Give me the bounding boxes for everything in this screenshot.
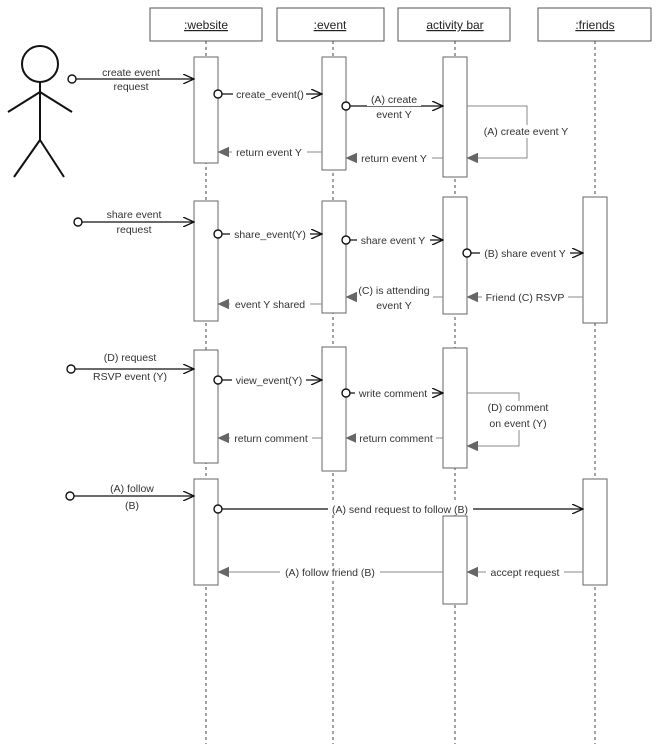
message-event-y-shared: event Y shared: [218, 298, 322, 311]
message-label: request: [113, 81, 148, 93]
message-label: on event (Y): [489, 418, 546, 430]
participant-activity-bar-label: activity bar: [426, 18, 483, 32]
message-share-event-y: share event Y: [341, 234, 443, 247]
message-label: return comment: [234, 433, 308, 445]
participant-event: :event: [276, 7, 385, 42]
message-return-comment-activity: return comment: [346, 432, 443, 445]
message-label: (A) create event Y: [484, 126, 568, 138]
message-self-d-comment: (D) comment on event (Y): [467, 392, 551, 446]
message-label: event Y: [376, 300, 411, 312]
message-label: Friend (C) RSVP: [486, 292, 565, 304]
message-c-is-attending: (C) is attending event Y: [346, 285, 443, 312]
message-return-comment-event: return comment: [218, 432, 322, 445]
activation-website: [193, 478, 219, 586]
message-label: (A) create: [371, 94, 417, 106]
message-a-create-event-y: (A) create event Y: [341, 94, 443, 121]
activation-friends: [582, 478, 608, 586]
message-share-event-request: share event request: [73, 209, 194, 236]
message-a-follow-friend-b: (A) follow friend (B): [218, 566, 443, 579]
message-label: RSVP event (Y): [93, 371, 167, 383]
activation-event: [321, 200, 347, 314]
message-create-event-request: create event request: [67, 67, 194, 93]
message-label: return event Y: [236, 147, 302, 159]
message-return-event-y-activity: return event Y: [346, 152, 443, 165]
participant-website-label: :website: [184, 18, 228, 32]
activation-website: [193, 200, 219, 322]
message-label: accept request: [491, 567, 560, 579]
message-label: (D) comment: [488, 402, 549, 414]
activation-website: [193, 56, 219, 164]
message-create-event-call: create_event(): [213, 88, 322, 101]
activation-website: [193, 349, 219, 464]
message-label: (B): [125, 500, 139, 512]
message-label: share event Y: [361, 235, 426, 247]
participant-website: :website: [149, 7, 263, 42]
message-label: request: [116, 224, 151, 236]
message-label: event Y: [376, 109, 411, 121]
message-return-event-y-event: return event Y: [218, 146, 322, 159]
message-view-event-call: view_event(Y): [213, 374, 322, 387]
message-send-request-to-follow: (A) send request to follow (B): [213, 503, 583, 516]
message-accept-request: accept request: [467, 566, 583, 579]
message-label: (A) follow friend (B): [285, 567, 375, 579]
message-write-comment: write comment: [341, 387, 443, 400]
message-label: return event Y: [361, 153, 427, 165]
activation-activity-bar: [442, 515, 468, 605]
actor-figure: [7, 45, 73, 178]
message-d-request-rsvp: (D) request RSVP event (Y): [66, 352, 194, 383]
activation-event: [321, 56, 347, 171]
participant-friends: :friends: [537, 7, 652, 42]
message-label: write comment: [358, 388, 427, 400]
message-label: (B) share event Y: [484, 248, 566, 260]
message-label: (A) follow: [110, 483, 154, 495]
activation-activity-bar: [442, 347, 468, 469]
message-self-create-event-y: (A) create event Y: [467, 105, 577, 158]
message-label: view_event(Y): [236, 375, 303, 387]
participant-event-label: :event: [314, 18, 347, 32]
message-a-follow-b: (A) follow (B): [65, 483, 194, 512]
participant-activity-bar: activity bar: [397, 7, 511, 42]
message-friend-c-rsvp: Friend (C) RSVP: [467, 291, 583, 304]
participant-friends-label: :friends: [575, 18, 614, 32]
activation-event: [321, 346, 347, 472]
message-label: create event: [102, 67, 160, 79]
message-label: create_event(): [236, 89, 304, 101]
activation-activity-bar: [442, 56, 468, 178]
message-label: share_event(Y): [234, 229, 306, 241]
message-label: (A) send request to follow (B): [332, 504, 468, 516]
message-label: event Y shared: [235, 299, 305, 311]
message-label: return comment: [359, 433, 433, 445]
message-b-share-event-y: (B) share event Y: [462, 247, 583, 260]
message-share-event-call: share_event(Y): [213, 228, 322, 241]
message-label: (D) request: [104, 352, 157, 364]
activation-friends: [582, 196, 608, 324]
message-label: share event: [107, 209, 162, 221]
message-label: (C) is attending: [358, 285, 429, 297]
